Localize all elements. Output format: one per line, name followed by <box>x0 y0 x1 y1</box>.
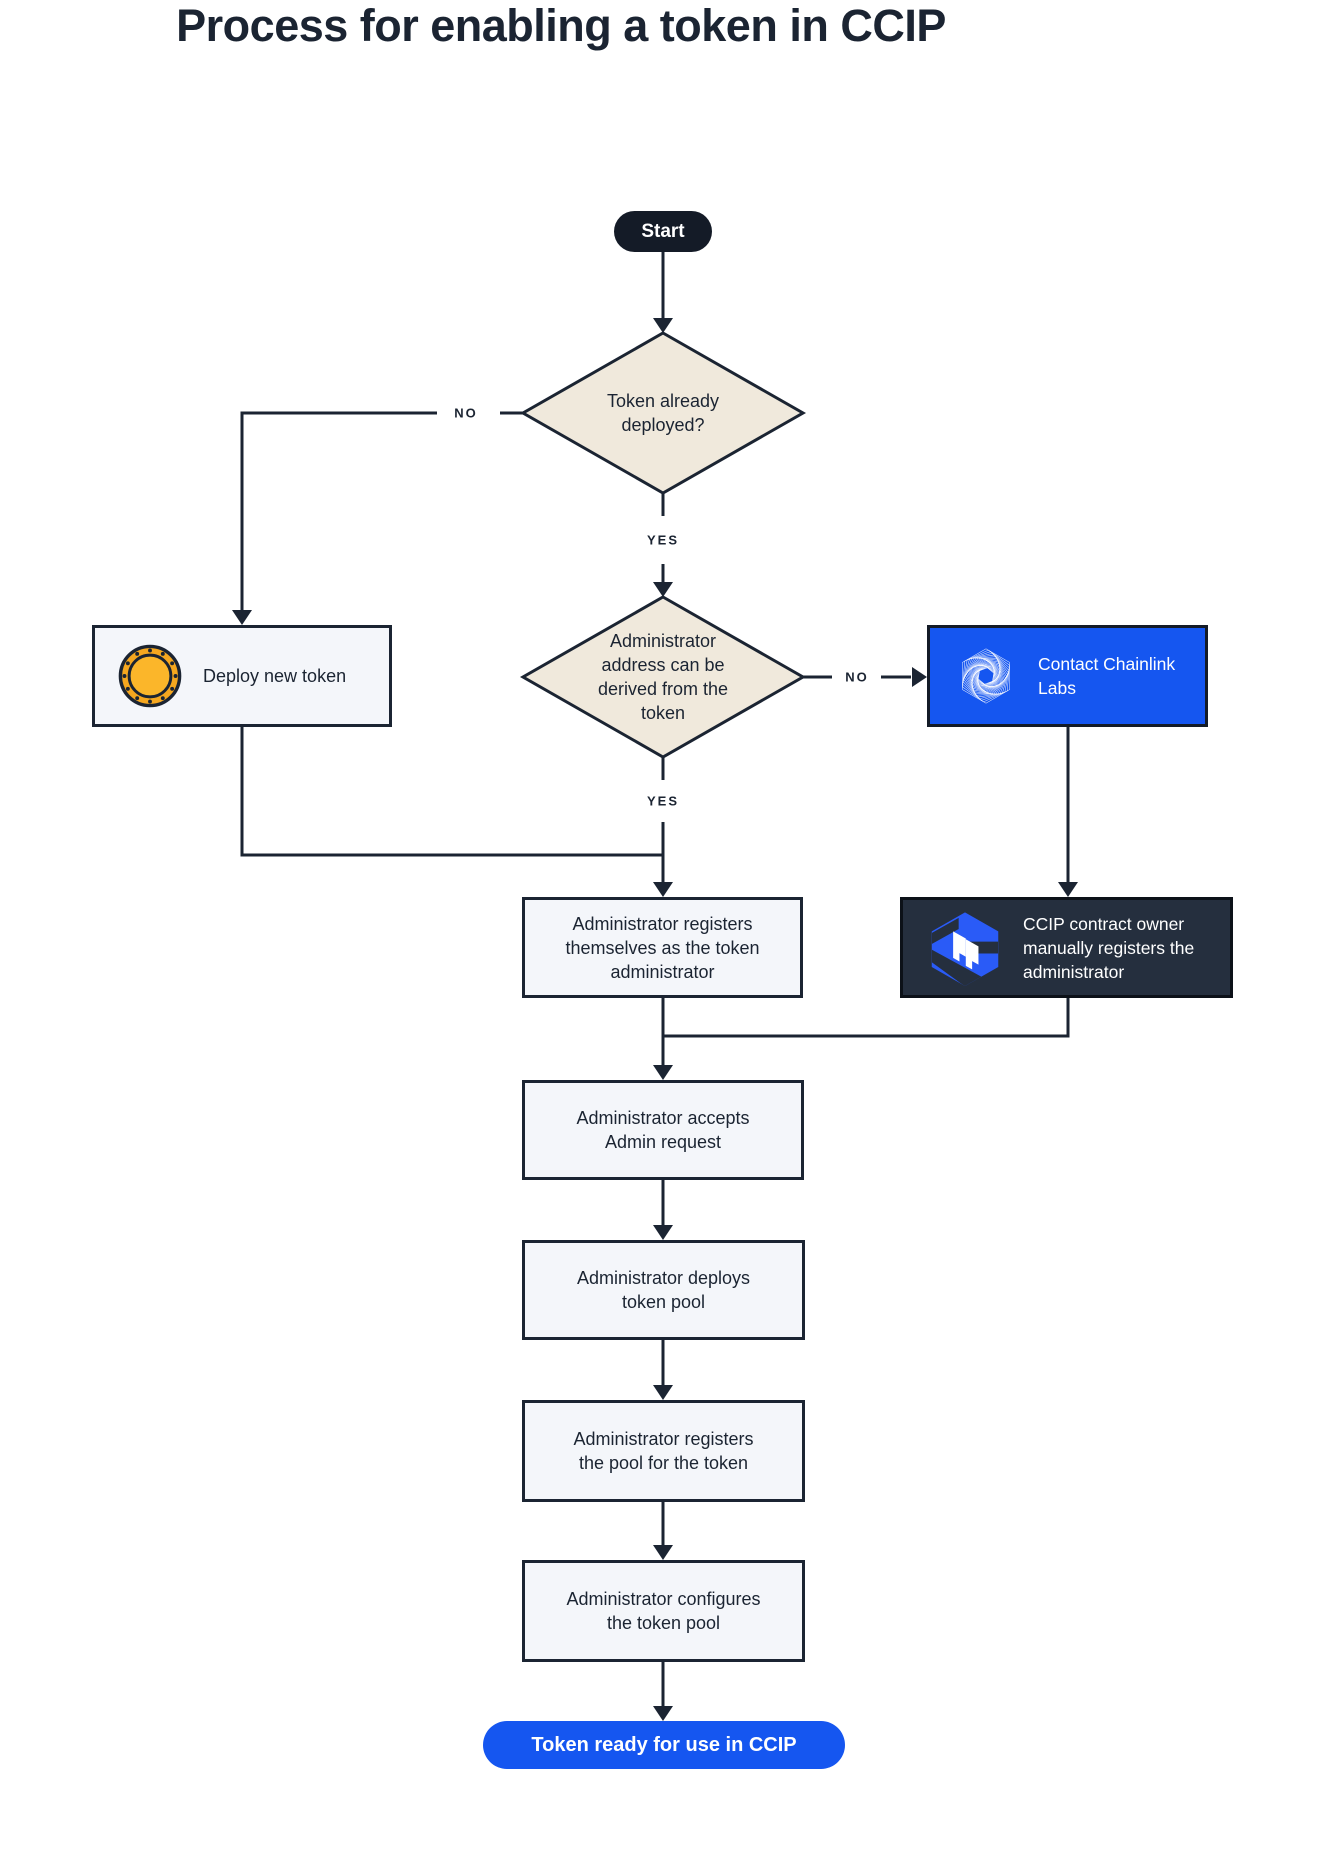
start-label: Start <box>641 220 685 242</box>
arrowhead <box>653 882 673 897</box>
edge-deploy-return <box>240 727 663 857</box>
register-self-admin-label: Administrator registers themselves as th… <box>565 913 760 982</box>
page-title: Process for enabling a token in CCIP <box>176 0 946 51</box>
configure-pool-label: Administrator configures the token pool <box>566 1589 761 1633</box>
edge-no-to-deploy <box>240 411 523 610</box>
accept-admin-request-label: Administrator accepts Admin request <box>576 1108 750 1152</box>
ccip-icon <box>931 911 999 986</box>
register-pool-node: Administrator registers the pool for the… <box>522 1400 805 1502</box>
arrowhead <box>232 610 252 625</box>
arrowhead <box>912 667 927 687</box>
coin-icon <box>118 644 182 708</box>
arrowhead <box>653 1065 673 1080</box>
arrowhead <box>653 1225 673 1240</box>
register-self-admin-node: Administrator registers themselves as th… <box>522 897 803 998</box>
connector-lines <box>240 252 1070 1706</box>
arrowhead <box>653 582 673 597</box>
edge-label-yes: YES <box>646 793 680 809</box>
decision-diamond-admin-address <box>519 595 807 759</box>
edge-label-no: NO <box>454 405 478 421</box>
decision-diamond-token-deployed <box>519 331 807 495</box>
deploy-new-token-node: Deploy new token <box>92 625 392 727</box>
arrowheads <box>232 318 1078 1721</box>
edge-ccip-owner-merge <box>663 998 1070 1038</box>
arrowhead <box>653 1706 673 1721</box>
chainlink-labs-icon <box>962 648 1010 704</box>
accept-admin-request-node: Administrator accepts Admin request <box>522 1080 804 1180</box>
ccip-owner-registers-node: CCIP contract owner manually registers t… <box>900 897 1233 998</box>
edge-label-no: NO <box>845 669 869 685</box>
edge-label-yes: YES <box>646 532 680 548</box>
deploy-token-pool-node: Administrator deploys token pool <box>522 1240 805 1340</box>
contact-chainlink-labs-node: Contact Chainlink Labs <box>927 625 1208 727</box>
decision-admin-address-label: Administrator address can be derived fro… <box>597 631 729 723</box>
ccip-owner-registers-label: CCIP contract owner manually registers t… <box>1023 913 1195 982</box>
arrowhead <box>653 1385 673 1400</box>
arrowhead <box>653 1545 673 1560</box>
configure-pool-node: Administrator configures the token pool <box>522 1560 805 1662</box>
arrowhead <box>1058 882 1078 897</box>
deploy-token-pool-label: Administrator deploys token pool <box>576 1268 751 1312</box>
register-pool-label: Administrator registers the pool for the… <box>573 1429 754 1473</box>
arrowhead <box>653 318 673 333</box>
start-node: Start <box>614 211 712 252</box>
contact-chainlink-labs-label: Contact Chainlink Labs <box>1038 654 1176 698</box>
end-label: Token ready for use in CCIP <box>531 1733 797 1756</box>
end-node: Token ready for use in CCIP <box>483 1721 845 1769</box>
deploy-new-token-label: Deploy new token <box>203 665 347 686</box>
decision-token-deployed-label: Token already deployed? <box>606 391 720 435</box>
